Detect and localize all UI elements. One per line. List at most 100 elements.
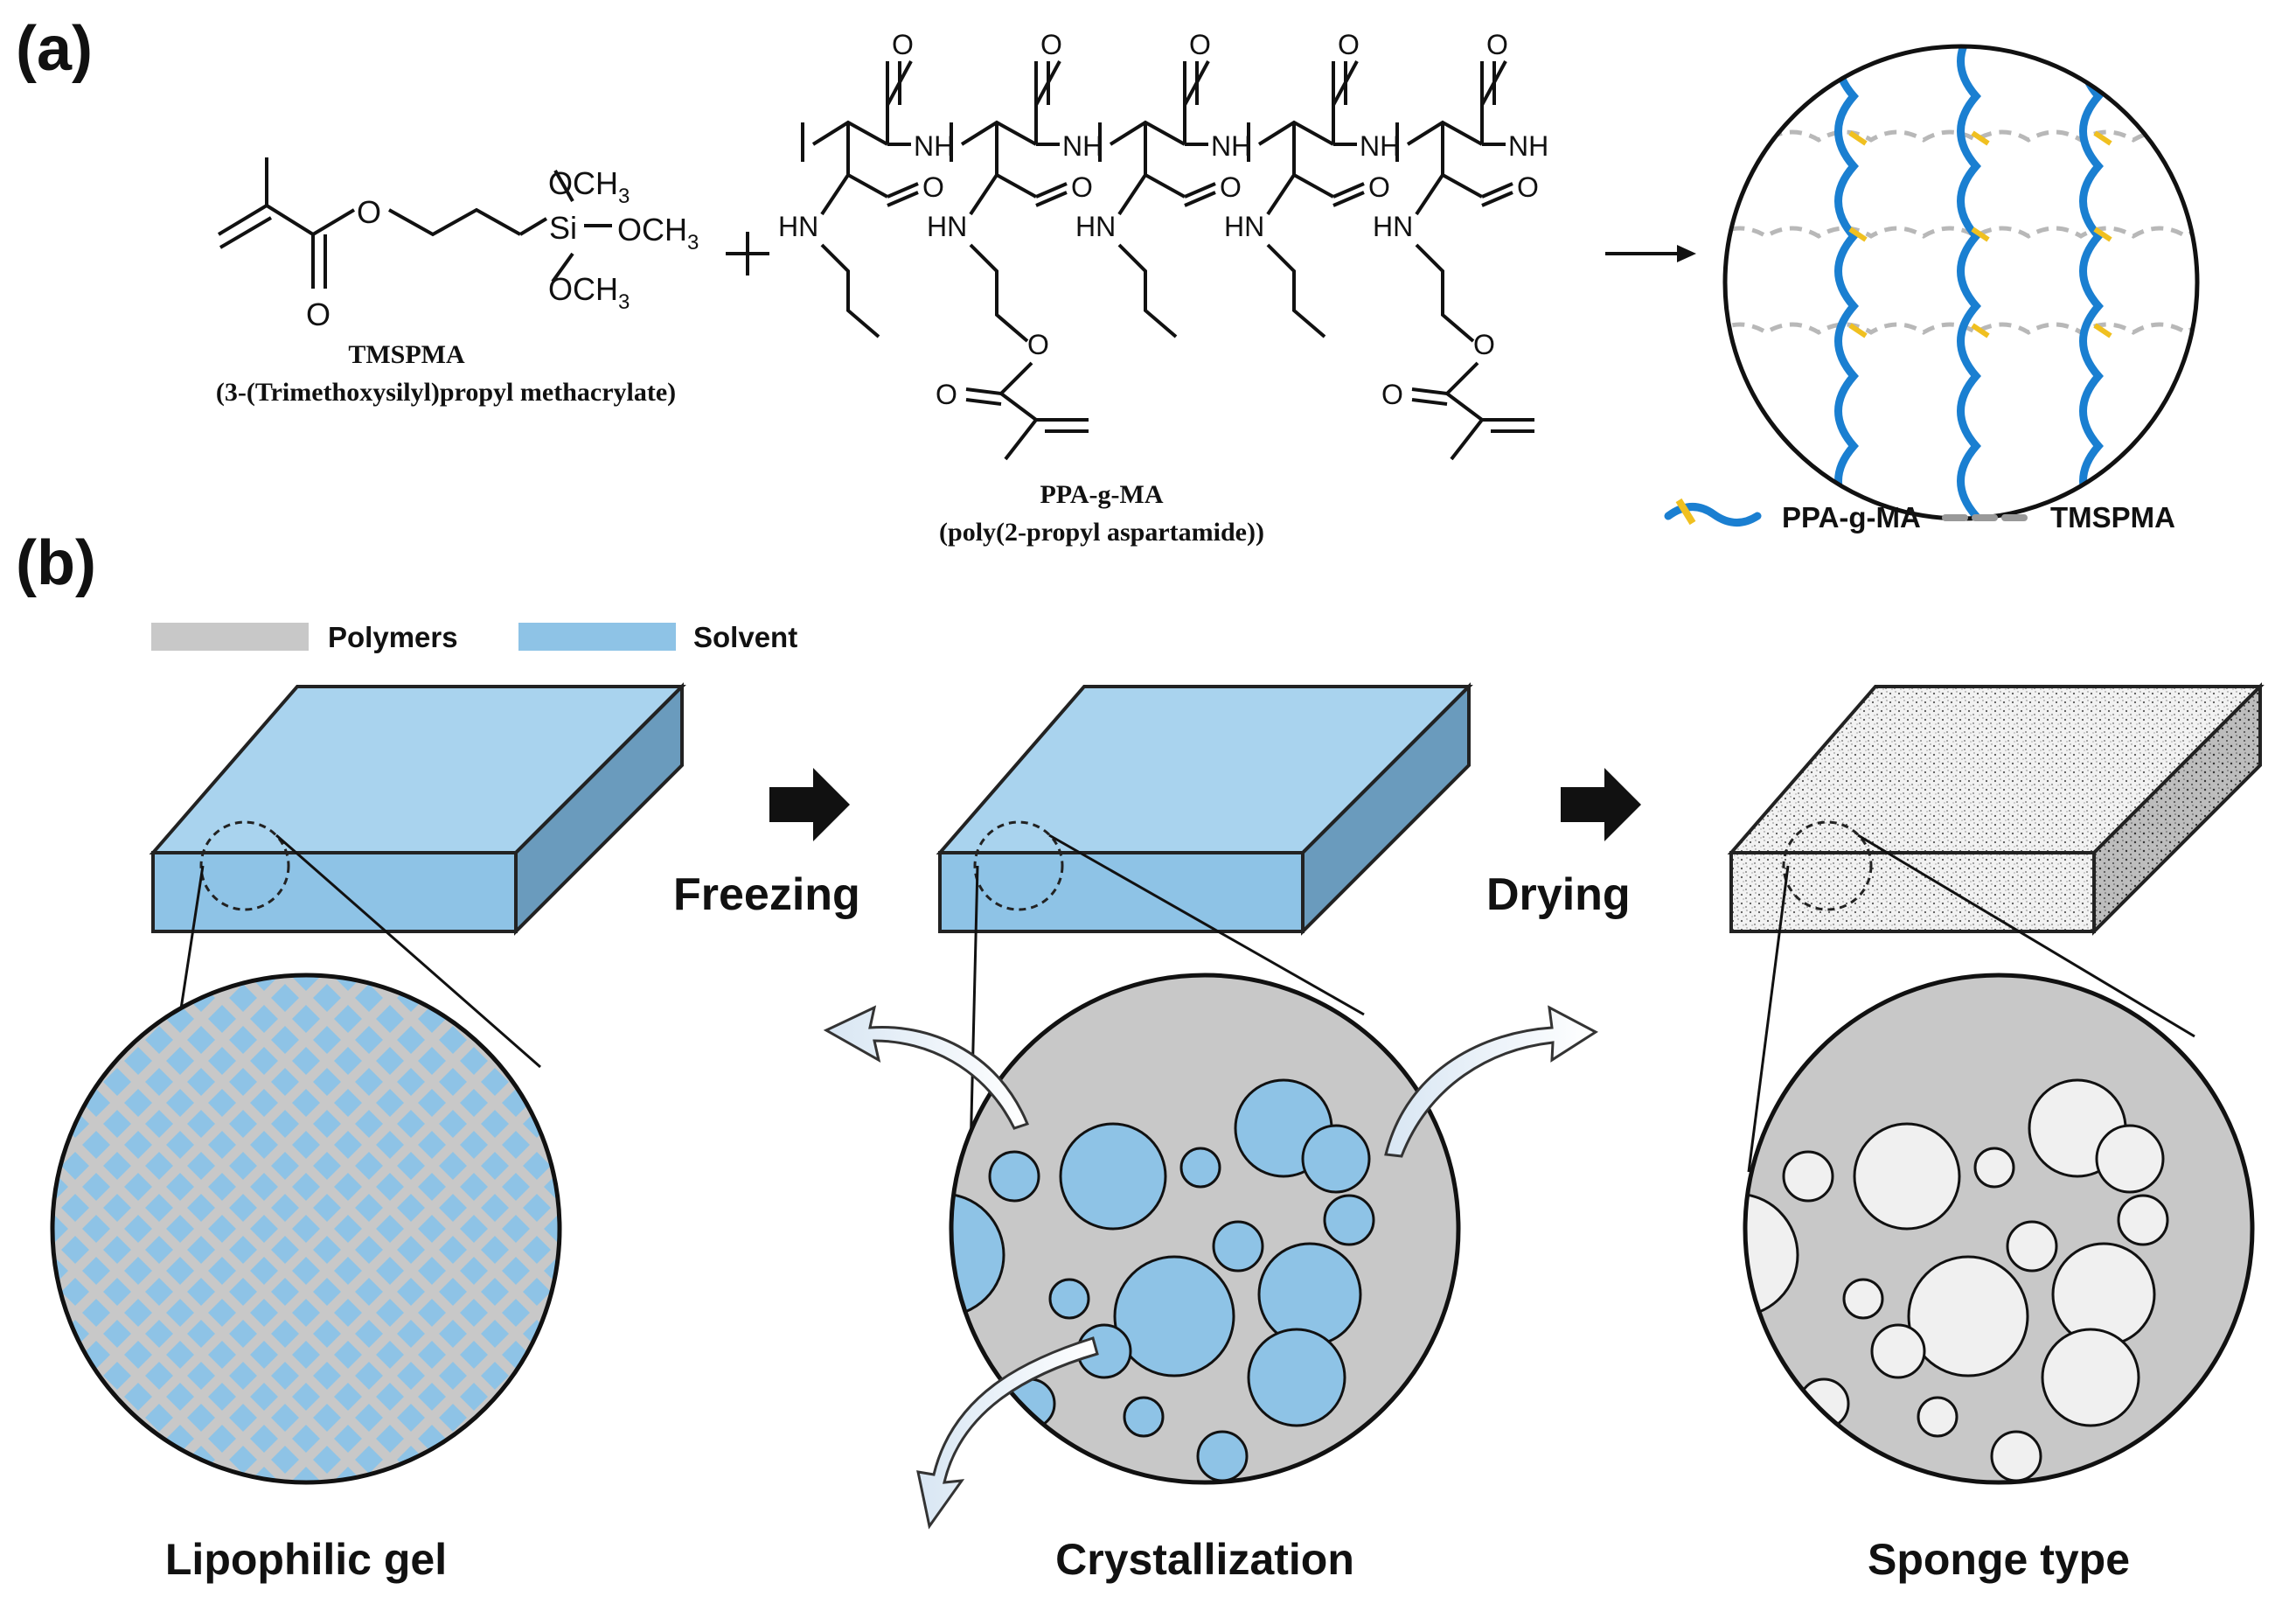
solvent-cell — [124, 1215, 152, 1243]
backbone-nh-label: NH — [1211, 130, 1251, 162]
solvent-cell — [313, 1278, 341, 1306]
carbonyl-bond — [1332, 182, 1365, 199]
solvent-cell — [460, 1299, 488, 1327]
solvent-cell — [103, 1194, 131, 1222]
solvent-cell — [376, 1383, 404, 1411]
carbonyl-oxygen-label: O — [1040, 29, 1062, 60]
solvent-cell — [418, 1173, 446, 1201]
sidechain-hn-label: HN — [1224, 211, 1264, 242]
solvent-cell — [229, 1404, 257, 1432]
amide-oxygen-label: O — [1368, 171, 1390, 203]
solvent-cell — [82, 1131, 110, 1159]
legend-tmspma-label: TMSPMA — [2050, 501, 2175, 533]
solvent-cell — [292, 1089, 320, 1117]
solvent-cell — [313, 1194, 341, 1222]
solvent-cell — [523, 1194, 551, 1222]
solvent-cell — [292, 1341, 320, 1369]
sidechain-bond — [1444, 361, 1534, 422]
carbonyl-oxygen-label: O — [892, 29, 914, 60]
solvent-cell — [502, 1425, 530, 1453]
solvent-cell — [61, 1362, 89, 1390]
solvent-cell — [229, 1236, 257, 1264]
propyl-bond — [820, 243, 880, 338]
legend-polymers-swatch — [151, 623, 309, 651]
empty-pore — [1853, 1122, 1961, 1231]
solvent-cell — [82, 1215, 110, 1243]
solvent-cell — [271, 1194, 299, 1222]
solvent-cell — [397, 1278, 425, 1306]
ppa-name: PPA-g-MA — [1040, 480, 1163, 509]
step-freezing: Freezing — [673, 869, 860, 920]
solvent-cell — [439, 1026, 467, 1054]
reaction-arrow — [1605, 245, 1696, 262]
escape-arrow-right — [1384, 1005, 1598, 1158]
solvent-cell — [418, 1047, 446, 1075]
crosslink-mark — [1848, 227, 1868, 242]
solvent-cell — [103, 1068, 131, 1096]
ester-oxygen: O — [357, 194, 381, 230]
bond — [820, 173, 850, 216]
carbonyl-bond — [965, 398, 1002, 406]
solvent-cell — [376, 1425, 404, 1453]
solvent-cell — [271, 1152, 299, 1180]
solvent-cell — [250, 1383, 278, 1411]
solvent-cell — [208, 1383, 236, 1411]
crosslink-mark — [1848, 130, 1868, 146]
solvent-cell — [502, 1467, 530, 1482]
solvent-cell — [61, 1026, 89, 1054]
solvent-cell — [481, 1236, 509, 1264]
solvent-cell — [52, 1089, 68, 1117]
solvent-cell — [502, 1215, 530, 1243]
backbone-bond — [811, 120, 888, 146]
stage-sponge-label: Sponge type — [1868, 1535, 2130, 1584]
solvent-cell — [52, 1425, 68, 1453]
solvent-cell — [124, 1383, 152, 1411]
solvent-cell — [229, 1320, 257, 1348]
solvent-cell — [439, 1362, 467, 1390]
solvent-cell — [376, 1341, 404, 1369]
carbonyl-bond — [1481, 191, 1513, 207]
carbonyl-bond — [1035, 182, 1068, 199]
solvent-cell — [313, 1404, 341, 1432]
drying-arrow — [1561, 768, 1641, 841]
solvent-cell — [82, 1257, 110, 1285]
solvent-cell — [61, 1194, 89, 1222]
backbone-bond — [1109, 120, 1186, 146]
solvent-pore — [1247, 1328, 1346, 1427]
solvent-cell — [502, 1131, 530, 1159]
empty-pore — [1973, 1147, 2015, 1189]
solvent-escape-arrows — [823, 1005, 1598, 1530]
solvent-cell — [460, 1383, 488, 1411]
bond — [996, 173, 1037, 199]
solvent-cell — [313, 984, 341, 1012]
solvent-cell — [523, 1068, 551, 1096]
solvent-cell — [376, 1005, 404, 1033]
solvent-cell — [376, 1215, 404, 1243]
sidechain-bond — [1415, 243, 1475, 343]
solvent-cell — [523, 1404, 551, 1432]
solvent-cell — [103, 1320, 131, 1348]
solvent-cell — [313, 1152, 341, 1180]
crosslink-mark — [2093, 227, 2112, 242]
solvent-cell — [355, 1320, 383, 1348]
solvent-cell — [544, 1047, 560, 1075]
solvent-cell — [418, 1383, 446, 1411]
backbone-nh-label: NH — [1062, 130, 1103, 162]
solvent-cell — [271, 984, 299, 1012]
ppa-fullname: (poly(2-propyl aspartamide)) — [939, 518, 1264, 547]
solvent-pore — [1196, 1430, 1249, 1482]
solvent-cell — [145, 1320, 173, 1348]
solvent-cell — [355, 1236, 383, 1264]
solvent-cell — [208, 1299, 236, 1327]
solvent-cell — [460, 1257, 488, 1285]
propyl-bond — [1117, 243, 1178, 338]
solvent-cell — [82, 975, 110, 991]
solvent-cell — [271, 1068, 299, 1096]
carbonyl-bond — [1332, 191, 1365, 207]
solvent-cell — [61, 1236, 89, 1264]
backbone-nh-label: NH — [914, 130, 954, 162]
solvent-cell — [61, 1278, 89, 1306]
crosslink-mark — [2093, 130, 2112, 146]
